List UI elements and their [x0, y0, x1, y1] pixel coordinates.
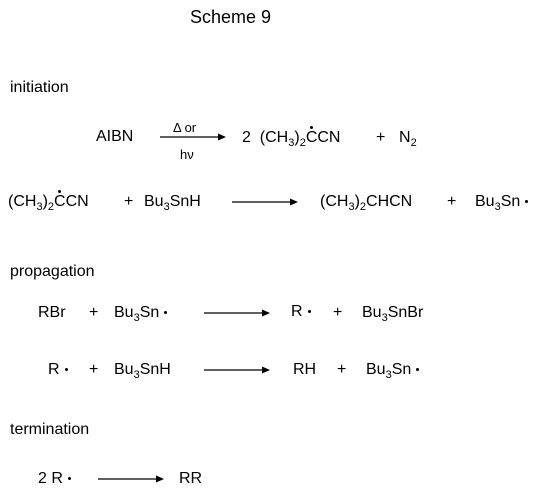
- r3-product-1: R: [291, 304, 311, 320]
- r4-plus-1: +: [89, 361, 99, 378]
- radical-dot: [309, 126, 313, 129]
- r5-reaction-arrow: [98, 475, 164, 483]
- r2-plus-2: +: [447, 193, 457, 210]
- r3-reaction-arrow: [204, 309, 270, 317]
- r4-reactant-2: Bu3SnH: [114, 361, 171, 381]
- radical-dot: [164, 311, 168, 315]
- r1-plus: +: [376, 129, 386, 146]
- r3-reactant-2: Bu3Sn: [114, 305, 168, 324]
- radical-dot: [307, 310, 311, 314]
- radical-dot: [64, 368, 68, 372]
- r2-product-2: Bu3Sn: [475, 194, 529, 213]
- r1-coefficient: 2: [242, 129, 251, 146]
- r1-condition-bottom: hν: [180, 147, 194, 162]
- r3-plus-2: +: [333, 304, 343, 321]
- scheme-title: Scheme 9: [190, 7, 272, 27]
- r1-product-2: N2: [399, 129, 417, 149]
- r5-product: RR: [179, 470, 203, 487]
- radical-dot: [58, 190, 62, 193]
- section-label-propagation: propagation: [10, 263, 95, 280]
- radical-carbon: CCN: [306, 126, 340, 146]
- r4-reaction-arrow: [204, 366, 270, 374]
- section-label-termination: termination: [10, 421, 90, 438]
- r2-reaction-arrow: [232, 198, 298, 206]
- r1-reactant: AIBN: [96, 128, 134, 145]
- r1-condition-top: Δ or: [173, 120, 197, 135]
- radical-dot: [416, 368, 420, 372]
- r2-reactant-2: Bu3SnH: [144, 193, 201, 213]
- r2-plus-1: +: [124, 193, 134, 210]
- r2-product-1: (CH3)2CHCN: [320, 193, 413, 213]
- r4-reactant-1: R: [48, 362, 68, 378]
- r3-product-2: Bu3SnBr: [362, 304, 424, 324]
- radical-dot: [67, 477, 71, 481]
- section-label-initiation: initiation: [10, 79, 69, 96]
- r4-product-2: Bu3Sn: [366, 362, 420, 381]
- r3-plus-1: +: [89, 304, 99, 321]
- radical-carbon: CCN: [54, 190, 89, 210]
- r1-reaction-arrow: [160, 133, 226, 141]
- r5-reactant: 2 R: [38, 471, 71, 487]
- r4-plus-2: +: [337, 361, 347, 378]
- r3-reactant-1: RBr: [38, 304, 66, 321]
- radical-dot: [525, 200, 529, 204]
- r4-product-1: RH: [293, 361, 317, 378]
